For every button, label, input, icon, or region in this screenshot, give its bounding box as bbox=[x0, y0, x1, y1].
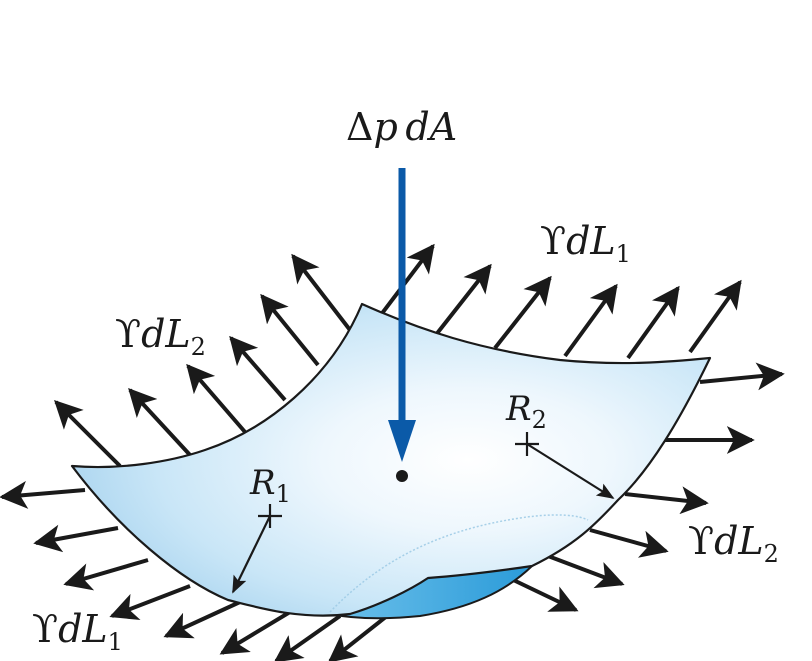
tension-arrow bbox=[547, 554, 625, 589]
tension-arrow bbox=[563, 283, 618, 358]
tension-arrow bbox=[219, 610, 292, 655]
pressure-label: Δp dA bbox=[346, 105, 458, 149]
tension-label-dl1-top: ϒdL1 bbox=[540, 219, 631, 268]
tension-arrow bbox=[493, 275, 552, 350]
tension-arrow bbox=[54, 400, 122, 468]
radius-1-label: R1 bbox=[250, 463, 291, 508]
tension-arrow bbox=[0, 480, 86, 509]
tension-arrow bbox=[229, 335, 287, 402]
tension-arrow bbox=[128, 387, 192, 457]
tension-arrow bbox=[273, 614, 342, 661]
tension-arrow bbox=[327, 610, 394, 661]
tension-arrow bbox=[504, 574, 579, 612]
tension-arrow bbox=[63, 558, 149, 591]
radius-2-marker bbox=[515, 432, 615, 499]
pressure-point bbox=[396, 470, 408, 482]
tension-arrow bbox=[260, 293, 320, 367]
tension-arrow bbox=[626, 285, 680, 360]
tension-arrow bbox=[378, 243, 435, 318]
tension-arrow bbox=[186, 363, 247, 434]
tension-arrow bbox=[589, 528, 669, 558]
tension-arrow bbox=[291, 253, 352, 332]
tension-label-dl2-right: ϒdL2 bbox=[688, 519, 779, 568]
tension-arrow bbox=[688, 279, 742, 354]
tension-arrow bbox=[699, 362, 785, 391]
tension-label-dl2-left: ϒdL2 bbox=[115, 312, 206, 361]
radius-1-marker bbox=[232, 504, 282, 594]
tension-label-dl1-bottom: ϒdL1 bbox=[32, 607, 123, 656]
surface-shading-curve bbox=[329, 514, 589, 613]
saddle-surface bbox=[70, 302, 712, 617]
tension-arrow bbox=[33, 524, 119, 553]
tension-arrow bbox=[163, 600, 241, 639]
tension-arrows bbox=[0, 243, 785, 661]
tension-arrow bbox=[433, 263, 492, 338]
tension-arrow bbox=[624, 486, 709, 515]
radius-2-label: R2 bbox=[506, 389, 547, 434]
tension-arrow bbox=[109, 584, 191, 621]
pressure-arrow bbox=[388, 168, 416, 462]
